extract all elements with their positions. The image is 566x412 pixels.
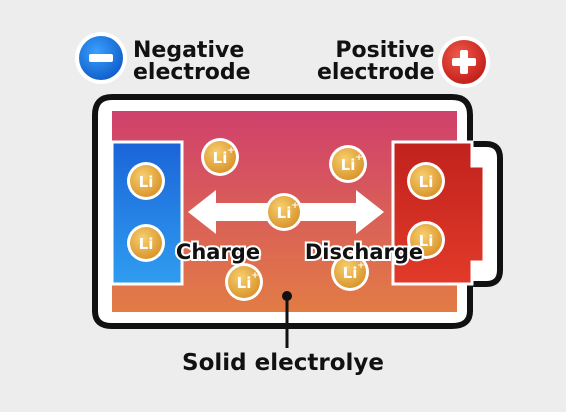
li-ion-label: Li bbox=[343, 264, 358, 282]
li-ion-icon: Li bbox=[127, 162, 165, 200]
li-ion-charge: + bbox=[357, 261, 365, 271]
li-ion-label: Li bbox=[419, 173, 434, 191]
li-ion-label: Li bbox=[277, 204, 292, 222]
discharge-label: Discharge bbox=[305, 240, 423, 264]
li-ion-label: Li bbox=[419, 232, 434, 250]
li-ion-icon: Li bbox=[407, 221, 445, 259]
electrolyte-pointer bbox=[282, 291, 292, 348]
charge-label: Charge bbox=[176, 240, 260, 264]
li-ion-icon: Li+ bbox=[201, 138, 239, 176]
li-ion-icon: Li+ bbox=[331, 253, 369, 291]
electrolyte-label: Solid electrolye bbox=[182, 350, 384, 376]
li-ion-charge: + bbox=[251, 271, 259, 281]
li-ion-charge: + bbox=[291, 201, 299, 211]
negative-icon bbox=[75, 32, 127, 84]
li-ion-charge: + bbox=[355, 153, 363, 163]
li-ion-label: Li bbox=[139, 235, 154, 253]
li-ion-icon: Li+ bbox=[225, 263, 263, 301]
li-ion-icon: Li+ bbox=[265, 193, 303, 231]
li-ion-icon: Li bbox=[127, 224, 165, 262]
li-ion-label: Li bbox=[139, 173, 154, 191]
li-ion-label: Li bbox=[341, 156, 356, 174]
positive-electrode-label: Positive electrode bbox=[317, 38, 435, 85]
positive-icon bbox=[438, 36, 490, 88]
li-ion-label: Li bbox=[237, 274, 252, 292]
negative-electrode-label: Negative electrode bbox=[133, 38, 251, 85]
li-ion-icon: Li+ bbox=[329, 145, 367, 183]
li-ion-icon: Li bbox=[407, 162, 445, 200]
li-ion-label: Li bbox=[213, 149, 228, 167]
li-ion-charge: + bbox=[227, 146, 235, 156]
